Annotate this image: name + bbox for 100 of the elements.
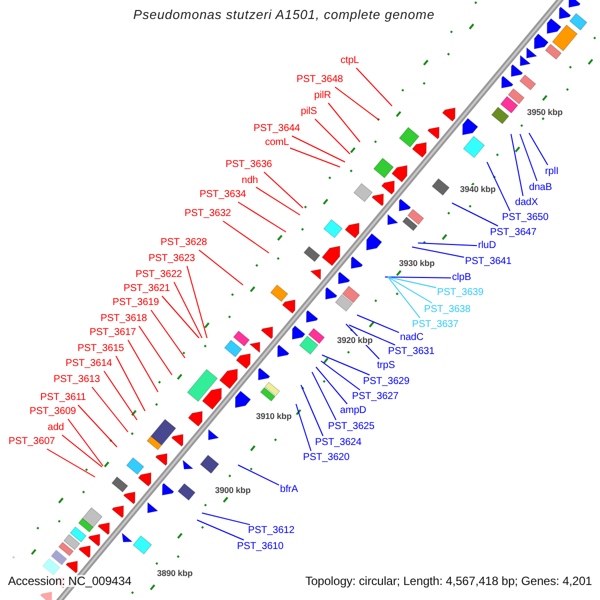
leader-line <box>104 370 138 420</box>
gene-label: bfrA <box>280 484 298 496</box>
leader-line <box>92 386 128 432</box>
gene-label: PST_3634 <box>200 189 246 201</box>
gene-label: PST_3637 <box>412 319 458 331</box>
gene-label: PST_3628 <box>160 237 207 249</box>
leader-line <box>452 202 498 226</box>
gene-label: ndh <box>242 175 258 187</box>
gene-label: ampD <box>340 405 366 417</box>
leader-line <box>150 310 186 358</box>
gene-label: PST_3632 <box>184 208 231 220</box>
gene-label: PST_3609 <box>30 406 76 418</box>
position-label: 3900 kbp <box>215 486 251 495</box>
gene-label: PST_3629 <box>363 376 410 388</box>
leader-line <box>388 276 432 304</box>
leader-line <box>138 326 172 376</box>
leader-line <box>520 134 538 182</box>
position-label: 3940 kbp <box>460 185 496 194</box>
leader-line <box>296 404 312 452</box>
position-label: 3890 kbp <box>157 569 193 578</box>
position-label: 3910 kbp <box>256 412 292 421</box>
position-label: 3930 kbp <box>399 259 435 268</box>
gene-label: PST_3624 <box>315 437 362 449</box>
gene-label: PST_3611 <box>40 392 86 404</box>
gene-label: PST_3613 <box>54 374 100 386</box>
leader-line <box>418 242 478 246</box>
leader-line <box>292 136 346 162</box>
gene-label: pilS <box>300 106 317 118</box>
footer-text: Accession: NC_009434 <box>8 575 132 587</box>
leader-line <box>322 354 370 376</box>
leader-line <box>356 314 400 334</box>
gene-label: PST_3648 <box>296 74 343 86</box>
gene-label: dadX <box>515 197 538 209</box>
gene-label: PST_3612 <box>248 525 294 537</box>
leader-line <box>328 102 360 142</box>
gene-label: PST_3610 <box>237 541 284 553</box>
leader-line <box>356 68 392 106</box>
leader-line <box>116 356 146 412</box>
position-label: 3950 kbp <box>527 108 563 117</box>
leader-line <box>320 360 360 390</box>
leader-line <box>162 296 200 338</box>
gene-label: PST_3623 <box>148 253 195 265</box>
gene-label: PST_3614 <box>66 358 112 370</box>
gene-label: PST_3644 <box>254 123 300 135</box>
position-label: 3920 kbp <box>337 336 373 345</box>
gene-label: PST_3638 <box>424 304 470 316</box>
gene-label: PST_3627 <box>352 391 398 403</box>
leader-line <box>528 132 548 166</box>
gene-label: rplI <box>545 166 558 178</box>
gene-label: PST_3650 <box>502 212 548 224</box>
leader-line <box>314 118 350 154</box>
leader-line <box>238 202 286 232</box>
leader-line <box>388 276 420 318</box>
leader-line <box>46 448 96 478</box>
leader-line <box>256 186 300 216</box>
gene-label: PST_3647 <box>490 227 536 239</box>
leader-line <box>186 266 208 338</box>
gene-label: ctpL <box>340 55 359 67</box>
gene-label: add <box>48 422 64 434</box>
leader-line <box>62 434 102 468</box>
gene-label: clpB <box>452 272 472 284</box>
gene-label: PST_3622 <box>136 269 182 281</box>
gene-label: PST_3619 <box>112 297 159 309</box>
leader-line <box>196 520 244 540</box>
gene-label: PST_3631 <box>388 346 434 358</box>
leader-line <box>174 282 202 338</box>
leader-line <box>222 220 270 254</box>
leader-line <box>348 324 396 346</box>
leader-line <box>78 404 118 448</box>
leader-line <box>264 172 304 208</box>
leader-line <box>384 276 452 278</box>
gene-label: PST_3607 <box>8 436 55 448</box>
leader-line <box>388 276 436 288</box>
leader-line <box>68 418 104 466</box>
gene-label: PST_3641 <box>465 256 512 268</box>
gene-label: PST_3621 <box>124 283 170 295</box>
gene-label: dnaB <box>529 182 552 194</box>
gene-label: PST_3617 <box>90 327 136 339</box>
leader-line <box>316 366 348 404</box>
gene-label: pilR <box>314 90 331 102</box>
leader-line <box>486 162 510 212</box>
leader-line <box>312 372 336 420</box>
gene-label: PST_3618 <box>100 313 147 325</box>
leader-line <box>334 86 380 120</box>
leader-line <box>290 148 340 168</box>
genome-title: Pseudomonas stutzeri A1501, complete genome <box>132 9 436 21</box>
footer-text: Topology: circular; Length: 4,567,418 bp; Genes: 4,201 <box>305 575 592 587</box>
gene-label: trpS <box>377 360 395 372</box>
gene-label: PST_3639 <box>437 287 484 299</box>
leader-line <box>128 340 158 392</box>
gene-label: PST_3625 <box>328 421 374 433</box>
gene-label: nadC <box>400 332 424 344</box>
leader-line <box>510 134 524 196</box>
gene-label: PST_3620 <box>303 452 350 464</box>
gene-label: PST_3615 <box>78 343 124 355</box>
gene-label: PST_3636 <box>226 159 272 171</box>
leader-line <box>202 512 250 526</box>
leader-line <box>300 384 324 436</box>
gene-label: comL <box>264 137 289 149</box>
leader-line <box>412 246 464 258</box>
